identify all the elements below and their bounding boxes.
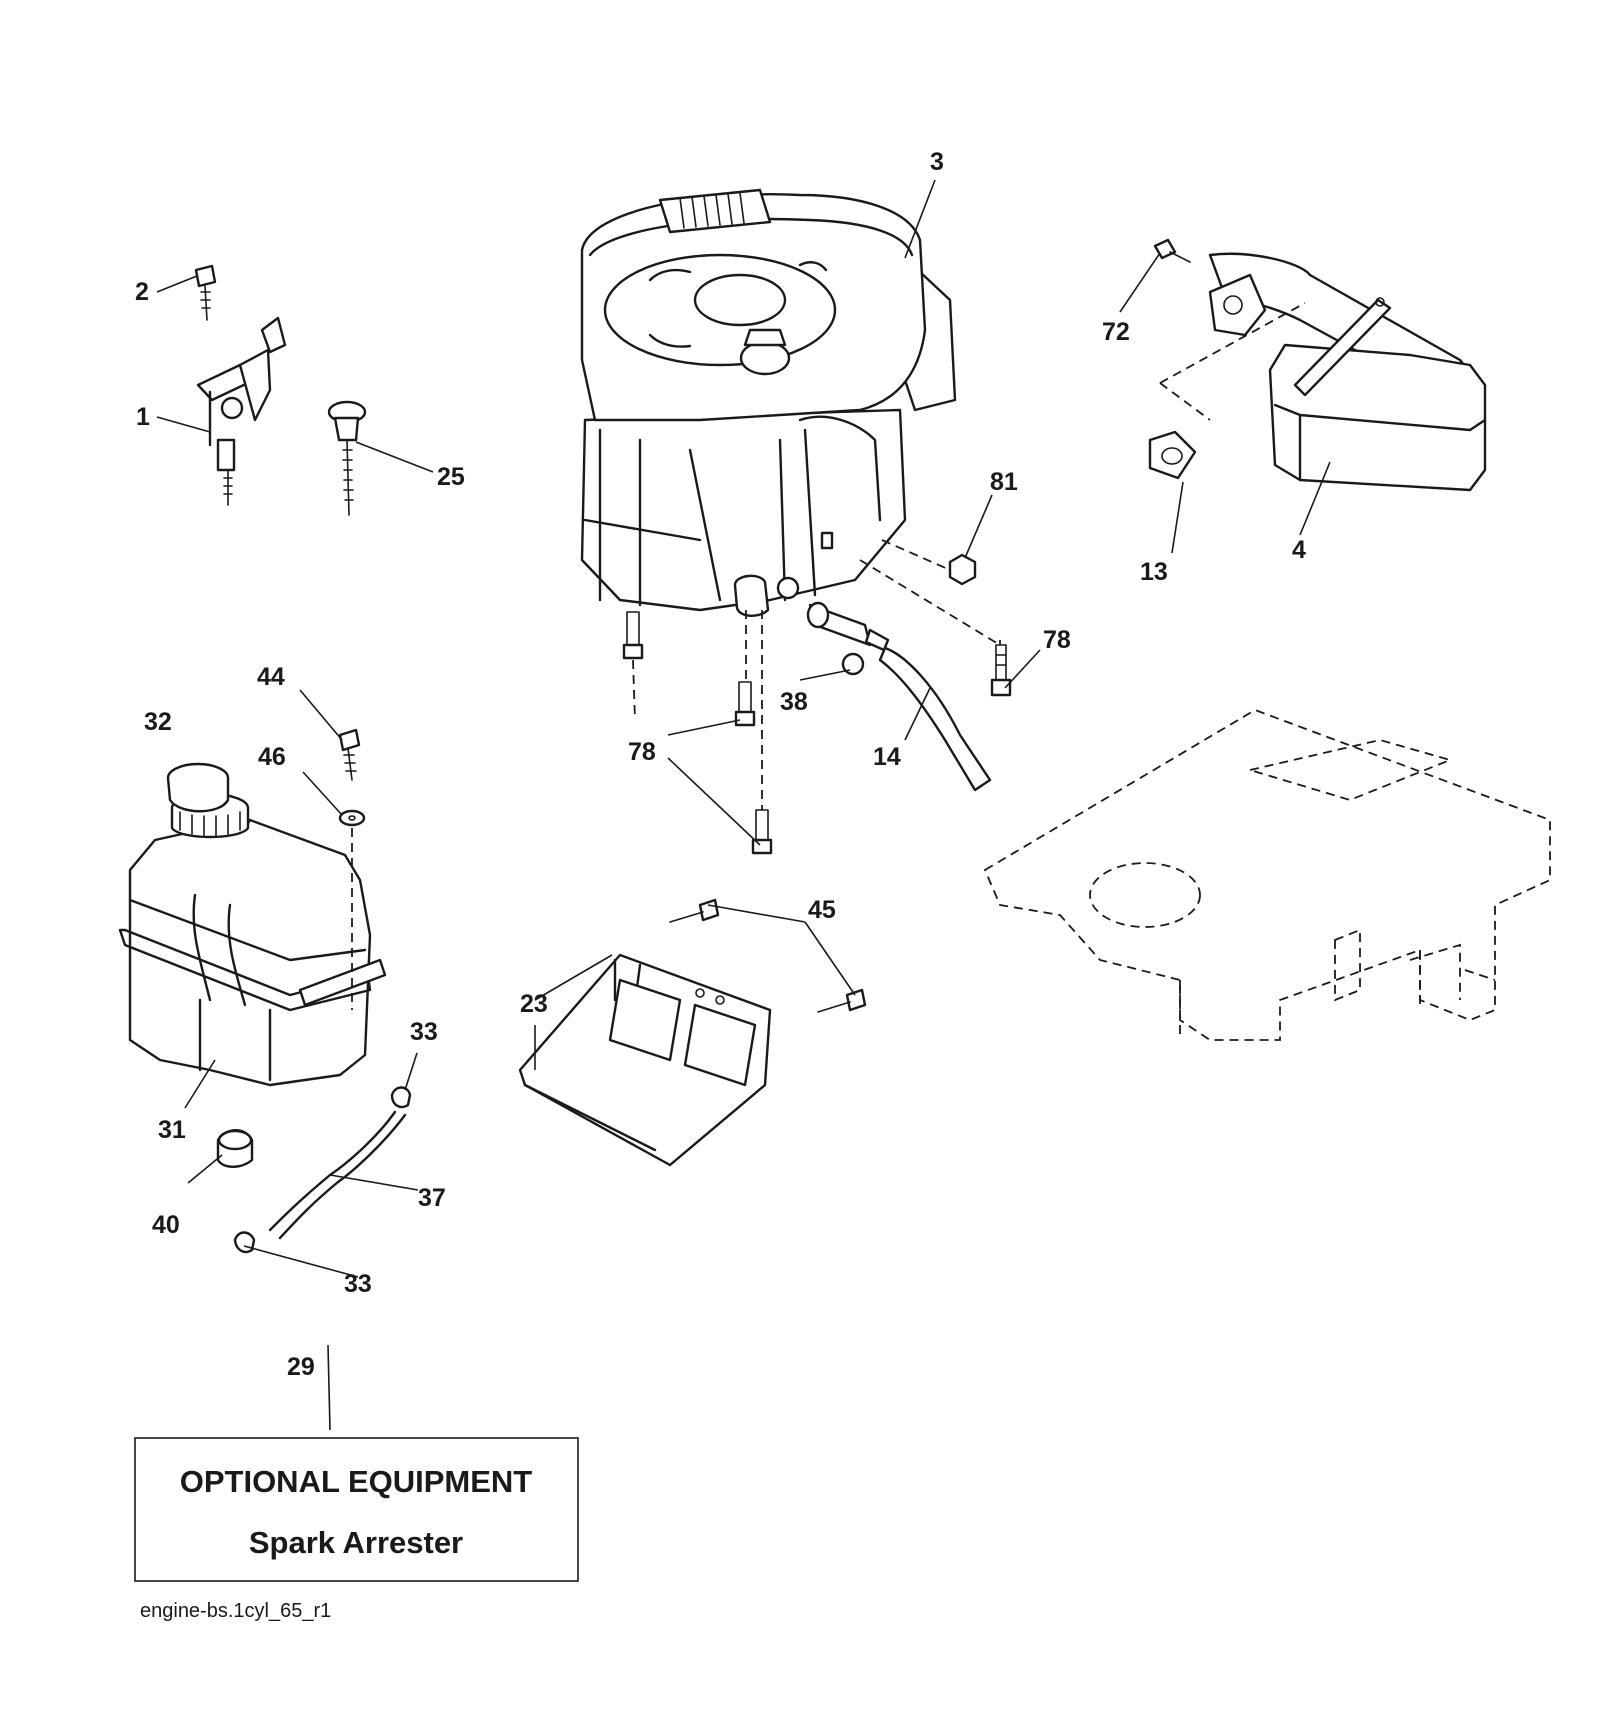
label-part-72: 72 — [1102, 318, 1130, 346]
label-part-23: 23 — [520, 990, 548, 1018]
label-part-81: 81 — [990, 468, 1018, 496]
label-part-32: 32 — [144, 708, 172, 736]
label-part-45: 45 — [808, 896, 836, 924]
fuel-line — [216, 1086, 412, 1254]
throttle-control — [194, 264, 287, 506]
label-part-3: 3 — [930, 148, 944, 176]
chassis-frame — [983, 709, 1551, 1041]
label-part-13: 13 — [1140, 558, 1168, 586]
fuel-tank — [118, 728, 387, 1087]
label-part-29: 29 — [287, 1353, 315, 1381]
label-part-78-left: 78 — [628, 738, 656, 766]
oil-drain-valve — [806, 601, 992, 792]
muffler-assembly — [1148, 238, 1487, 492]
label-part-46: 46 — [258, 743, 286, 771]
label-part-2: 2 — [135, 278, 149, 306]
hardware — [622, 539, 1012, 855]
part-labels: 1 2 3 4 13 14 23 25 29 31 32 33 33 37 38… — [135, 148, 1306, 1381]
label-part-4: 4 — [1292, 536, 1306, 564]
primer-knob — [327, 400, 367, 516]
label-part-1: 1 — [136, 403, 150, 431]
optional-equipment-item: Spark Arrester — [249, 1525, 463, 1560]
label-part-25: 25 — [437, 463, 465, 491]
optional-equipment-title: OPTIONAL EQUIPMENT — [180, 1464, 533, 1499]
label-part-33-lower: 33 — [344, 1270, 372, 1298]
label-part-37: 37 — [418, 1184, 446, 1212]
label-part-33-upper: 33 — [410, 1018, 438, 1046]
diagram-reference: engine-bs.1cyl_65_r1 — [140, 1600, 331, 1622]
leader-lines — [156, 179, 1331, 1431]
engine-assembly — [580, 188, 957, 617]
label-part-44: 44 — [257, 663, 285, 691]
label-part-31: 31 — [158, 1116, 186, 1144]
label-part-40: 40 — [152, 1211, 180, 1239]
heat-shield — [518, 898, 867, 1167]
optional-equipment-box: OPTIONAL EQUIPMENT Spark Arrester — [134, 1437, 579, 1582]
label-part-78-right: 78 — [1043, 626, 1071, 654]
label-part-38: 38 — [780, 688, 808, 716]
label-part-14: 14 — [873, 743, 901, 771]
